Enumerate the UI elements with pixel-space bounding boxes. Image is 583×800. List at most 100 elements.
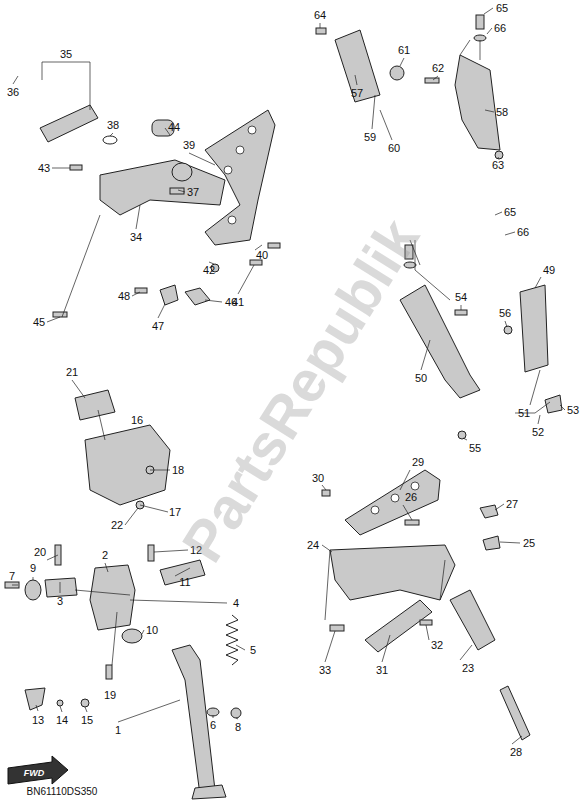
callout-number: 19 (103, 689, 117, 701)
footrest-bracket (330, 545, 455, 600)
footpeg (450, 590, 495, 650)
callout-number: 36 (6, 86, 20, 98)
callout-number: 3 (56, 595, 64, 607)
passenger-peg (520, 285, 548, 372)
callout-number: 31 (375, 664, 389, 676)
washer (122, 629, 142, 643)
clip (25, 688, 45, 710)
pin (500, 686, 530, 740)
callout-number: 34 (129, 231, 143, 243)
pin (57, 700, 63, 706)
callout-number: 33 (318, 664, 332, 676)
pivot-bolt (45, 578, 77, 597)
callout-number: 15 (80, 714, 94, 726)
callout-number: 57 (350, 87, 364, 99)
callout-number: 18 (171, 464, 185, 476)
heel-guard (205, 110, 275, 245)
footrest-pad (365, 600, 432, 652)
callout-number: 12 (189, 544, 203, 556)
callout-number: 13 (31, 714, 45, 726)
passenger-peg (335, 30, 380, 102)
callout-number: 42 (202, 264, 216, 276)
nut (231, 708, 241, 718)
passenger-bracket (455, 55, 500, 150)
callout-number: 49 (542, 264, 556, 276)
callout-number: 43 (37, 162, 51, 174)
callout-number: 22 (110, 519, 124, 531)
callout-number: 64 (313, 9, 327, 21)
callout-number: 4 (232, 597, 240, 609)
callout-number: 5 (249, 644, 257, 656)
nut (495, 151, 503, 159)
callout-number: 28 (509, 746, 523, 758)
callout-number: 40 (255, 249, 269, 261)
nut (458, 431, 466, 439)
direction-label: FWD (23, 767, 46, 779)
bolt (5, 582, 19, 588)
callout-number: 32 (430, 639, 444, 651)
clip (480, 505, 498, 518)
diagram-code: BN61110DS350 (26, 786, 99, 798)
footpeg (40, 105, 98, 142)
callout-number: 9 (29, 562, 37, 574)
callout-number: 25 (522, 537, 536, 549)
callout-number: 1 (114, 724, 122, 736)
callout-number: 65 (495, 2, 509, 14)
callout-number: 17 (168, 506, 182, 518)
callout-number: 54 (454, 291, 468, 303)
washer (404, 262, 416, 268)
callout-number: 60 (387, 142, 401, 154)
callout-number: 62 (431, 62, 445, 74)
leader-lines (12, 8, 565, 744)
spring-ball (390, 66, 404, 80)
bolt (316, 28, 326, 34)
bolt (420, 620, 432, 625)
bolt (106, 665, 112, 679)
callout-number: 8 (234, 721, 242, 733)
washer (25, 580, 41, 600)
callout-number: 58 (495, 106, 509, 118)
bolt (504, 326, 512, 334)
callout-number: 10 (145, 624, 159, 636)
callout-number: 21 (65, 366, 79, 378)
callout-number: 38 (106, 119, 120, 131)
bolt (476, 15, 484, 29)
callout-number: 61 (397, 44, 411, 56)
callout-number: 48 (117, 290, 131, 302)
callout-number: 65 (503, 206, 517, 218)
callout-number: 2 (101, 549, 109, 561)
callout-number: 6 (209, 719, 217, 731)
hanger-plate (100, 160, 225, 215)
callout-number: 59 (363, 131, 377, 143)
callout-number: 39 (182, 139, 196, 151)
fwd-arrow (8, 756, 68, 784)
callout-number: 20 (33, 546, 47, 558)
clip (483, 536, 500, 550)
callout-number: 55 (468, 442, 482, 454)
bolt (330, 625, 344, 631)
callout-number: 29 (411, 456, 425, 468)
bolt (425, 78, 439, 83)
callout-number: 44 (167, 121, 181, 133)
washer (207, 708, 219, 716)
watermark: PartsRepublik (168, 207, 431, 573)
hanger-arm (400, 285, 480, 398)
callout-number: 66 (516, 226, 530, 238)
stand-bracket (90, 565, 135, 630)
callout-number: 52 (531, 426, 545, 438)
callout-number: 50 (414, 372, 428, 384)
callout-number: 14 (55, 714, 69, 726)
callout-number: 26 (404, 491, 418, 503)
callout-number: 23 (461, 662, 475, 674)
callout-number: 66 (493, 22, 507, 34)
callout-number: 47 (151, 320, 165, 332)
sidestand (172, 645, 215, 795)
callout-number: 37 (186, 186, 200, 198)
callout-number: 53 (566, 404, 580, 416)
bolt (405, 245, 413, 259)
bolt (405, 520, 419, 525)
cover (85, 425, 170, 505)
bolt (53, 312, 67, 317)
callout-number: 16 (130, 414, 144, 426)
